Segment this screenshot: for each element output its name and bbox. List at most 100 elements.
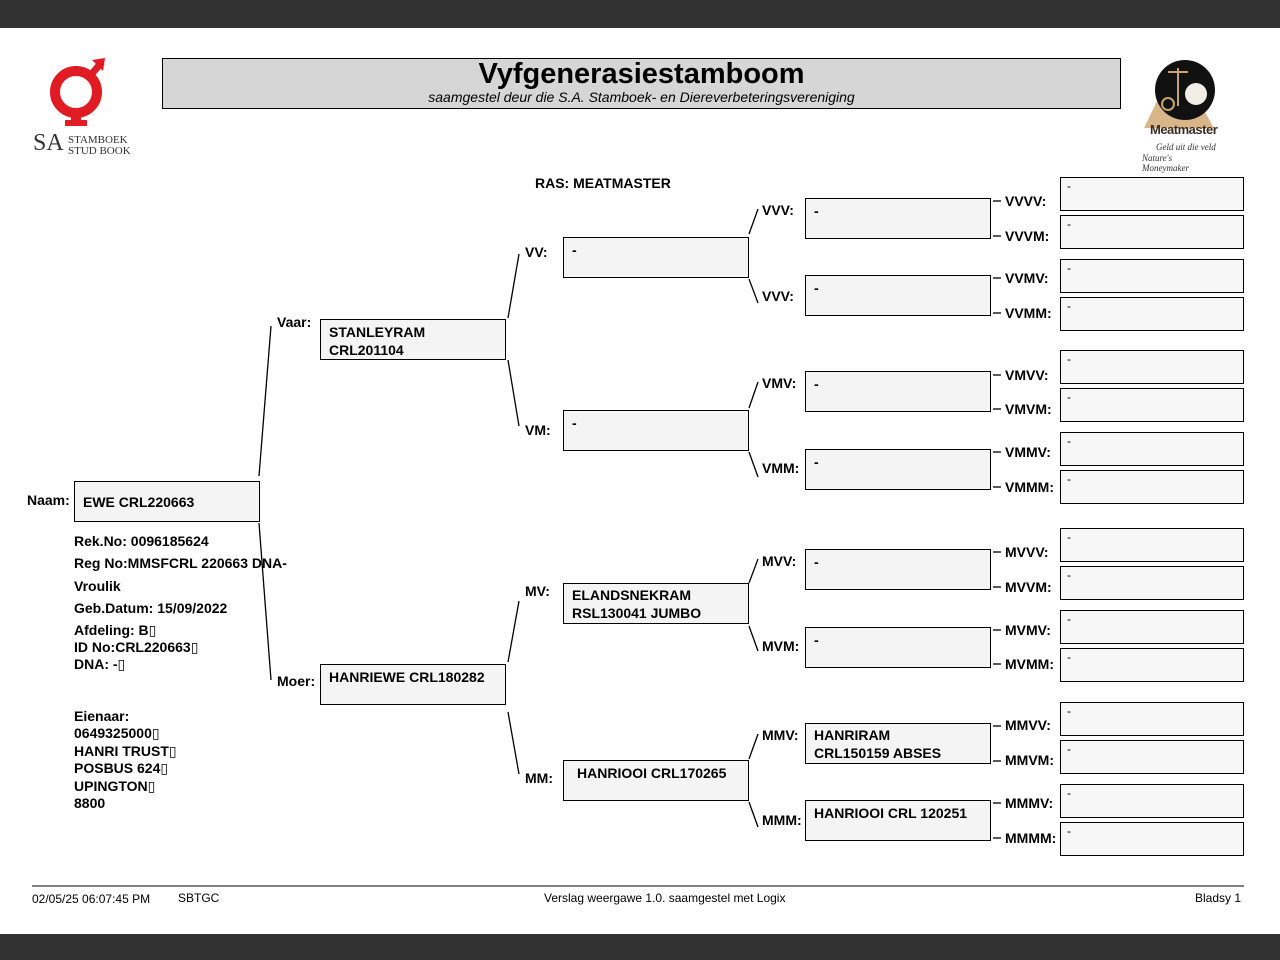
vmm-line1: - <box>814 454 819 470</box>
vvv2-label: VVV: <box>762 288 794 304</box>
mv-line2: RSL130041 JUMBO <box>572 605 702 621</box>
mv-line1: ELANDSNEKRAM <box>572 587 691 603</box>
mvm-line1: - <box>814 632 819 648</box>
mv-label: MV: <box>525 583 550 599</box>
mv-box: ELANDSNEKRAM RSL130041 JUMBO <box>563 583 749 624</box>
detail-idno: ID No:CRL220663▯ <box>74 639 199 655</box>
gen4-label-4: VMVV: <box>1005 367 1049 383</box>
vv-label: VV: <box>525 244 548 260</box>
gen4-box-12: - <box>1060 702 1244 736</box>
brand-name: Meatmaster <box>1150 122 1218 137</box>
owner-name: HANRI TRUST▯ <box>74 743 177 759</box>
vm-label: VM: <box>525 422 551 438</box>
footer-code: SBTGC <box>178 891 220 905</box>
gen4-label-9: MVVM: <box>1005 579 1052 595</box>
footer-page: Bladsy 1 <box>1195 891 1242 905</box>
gen4-box-11: - <box>1060 648 1244 682</box>
vm-line1: - <box>572 415 577 431</box>
gen4-label-7: VMMM: <box>1005 479 1054 495</box>
mm-box: HANRIOOI CRL170265 <box>563 760 749 801</box>
moer-line1: HANRIEWE CRL180282 <box>329 669 485 685</box>
vvv1-box: - <box>805 198 991 239</box>
gen4-value-1: - <box>1067 217 1071 231</box>
gen4-box-3: - <box>1060 297 1244 331</box>
gen4-label-14: MMMV: <box>1005 795 1054 811</box>
gen4-label-1: VVVM: <box>1005 228 1050 244</box>
page-subtitle: saamgestel deur die S.A. Stamboek- en Di… <box>428 89 855 105</box>
gen4-value-4: - <box>1067 352 1071 366</box>
pedigree-page: SA STAMBOEK STUD BOOK Vyfgenerasiestambo… <box>0 28 1280 934</box>
vvv2-box: - <box>805 275 991 316</box>
moer-box: HANRIEWE CRL180282 <box>320 664 506 705</box>
gen4-value-10: - <box>1067 612 1071 626</box>
vaar-label: Vaar: <box>277 314 312 330</box>
gen4-label-3: VVMM: <box>1005 305 1052 321</box>
gen4-box-1: - <box>1060 215 1244 249</box>
gen4-label-5: VMVM: <box>1005 401 1052 417</box>
pedigree-connector-lines <box>32 200 1244 887</box>
detail-rekno: Rek.No: 0096185624 <box>74 533 209 549</box>
owner-phone: 0649325000▯ <box>74 725 160 741</box>
gen4-value-9: - <box>1067 568 1071 582</box>
owner-label: Eienaar: <box>74 708 130 724</box>
mmm-label: MMM: <box>762 812 802 828</box>
vvv1-line1: - <box>814 203 819 219</box>
mm-label: MM: <box>525 770 553 786</box>
gen4-box-13: - <box>1060 740 1244 774</box>
mmv-label: MMV: <box>762 727 799 743</box>
gen4-box-7: - <box>1060 470 1244 504</box>
owner-postcode: 8800 <box>74 795 106 811</box>
gen4-label-15: MMMM: <box>1005 830 1057 846</box>
vmm-box: - <box>805 449 991 490</box>
mmv-box: HANRIRAM CRL150159 ABSES <box>805 723 991 764</box>
mvm-box: - <box>805 627 991 668</box>
sa-studbook-logo: SA STAMBOEK STUD BOOK <box>30 58 140 158</box>
mm-line1: HANRIOOI CRL170265 <box>577 765 727 781</box>
logo-line1: STAMBOEK <box>68 134 128 146</box>
detail-birthdate: Geb.Datum: 15/09/2022 <box>74 600 228 616</box>
vv-box: - <box>563 237 749 278</box>
gen4-label-10: MVMV: <box>1005 622 1051 638</box>
meatmaster-emblem-icon <box>1144 60 1215 128</box>
gen4-box-9: - <box>1060 566 1244 600</box>
footer-version: Verslag weergawe 1.0. saamgestel met Log… <box>544 891 786 905</box>
vm-box: - <box>563 410 749 451</box>
vvv2-line1: - <box>814 280 819 296</box>
detail-afdeling: Afdeling: B▯ <box>74 622 157 638</box>
moer-label: Moer: <box>277 673 316 689</box>
mvv-label: MVV: <box>762 553 797 569</box>
owner-town: UPINGTON▯ <box>74 778 156 794</box>
gen4-box-15: - <box>1060 822 1244 856</box>
gen4-value-7: - <box>1067 472 1071 486</box>
gen4-label-6: VMMV: <box>1005 444 1051 460</box>
detail-dna: DNA: -▯ <box>74 656 126 672</box>
detail-regno: Reg No:MMSFCRL 220663 DNA- <box>74 555 287 571</box>
gen4-value-0: - <box>1067 179 1071 193</box>
mmm-line1: HANRIOOI CRL 120251 <box>814 805 968 821</box>
vvv1-label: VVV: <box>762 202 794 218</box>
gen4-value-3: - <box>1067 299 1071 313</box>
mmm-box: HANRIOOI CRL 120251 <box>805 800 991 841</box>
gen4-value-12: - <box>1067 704 1071 718</box>
gen4-value-8: - <box>1067 530 1071 544</box>
gen4-value-11: - <box>1067 650 1071 664</box>
gen4-value-13: - <box>1067 742 1071 756</box>
gen4-label-13: MMVM: <box>1005 752 1054 768</box>
gen4-label-12: MMVV: <box>1005 717 1051 733</box>
brand-tag1: Geld uit die veld <box>1156 142 1216 152</box>
gen4-value-15: - <box>1067 824 1071 838</box>
gen4-value-5: - <box>1067 390 1071 404</box>
meatmaster-logo: Meatmaster Geld uit die veld Nature's Mo… <box>1138 60 1220 173</box>
vmm-label: VMM: <box>762 460 800 476</box>
title-banner: Vyfgenerasiestamboom saamgestel deur die… <box>162 58 1121 109</box>
detail-sex: Vroulik <box>74 578 121 594</box>
naam-label: Naam: <box>27 492 70 508</box>
gen4-box-4: - <box>1060 350 1244 384</box>
gen4-box-6: - <box>1060 432 1244 466</box>
mvv-box: - <box>805 549 991 590</box>
gen4-label-2: VVMV: <box>1005 270 1049 286</box>
vmv-line1: - <box>814 376 819 392</box>
subject-name: EWE CRL220663 <box>83 494 195 510</box>
sa-abbr: SA <box>33 130 64 156</box>
vaar-line2: CRL201104 <box>329 342 404 358</box>
